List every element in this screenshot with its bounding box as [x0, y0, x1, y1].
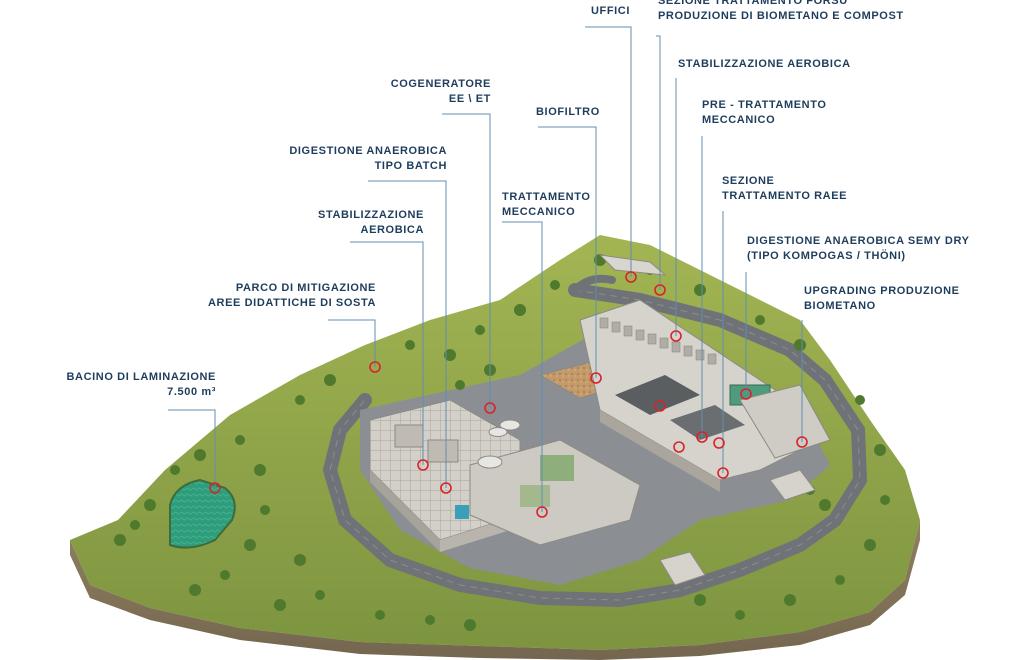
marker-trattamento-meccanico	[536, 506, 548, 518]
label-cogeneratore-line2: EE \ ET	[448, 93, 491, 105]
label-sezione-forsu-line1: SEZIONE TRATTAMENTO FORSU	[658, 0, 848, 7]
label-upgrading-line1: UPGRADING PRODUZIONE	[804, 285, 960, 297]
marker-extra-3	[713, 437, 725, 449]
leader-trattamento-meccanico	[502, 221, 543, 512]
label-trattamento-meccanico: TRATTAMENTO MECCANICO	[502, 190, 590, 220]
label-cogeneratore: COGENERATORE EE \ ET	[391, 77, 491, 107]
label-raee: SEZIONE TRATTAMENTO RAEE	[722, 174, 847, 204]
label-bacino-line1: BACINO DI LAMINAZIONE	[66, 371, 216, 383]
marker-batch	[440, 482, 452, 494]
label-stabilizzazione-dx: STABILIZZAZIONE AEROBICA	[678, 57, 851, 72]
label-bacino-line2: 7.500 m³	[167, 386, 216, 398]
leader-stabilizzazione-sx	[350, 241, 424, 465]
marker-stabilizzazione-sx	[417, 459, 429, 471]
label-biofiltro: BIOFILTRO	[536, 105, 600, 120]
label-uffici: UFFICI	[591, 4, 630, 19]
leader-bacino	[168, 409, 216, 488]
label-biofiltro-line1: BIOFILTRO	[536, 106, 600, 118]
marker-sezione-forsu	[654, 284, 666, 296]
label-parco-line2: AREE DIDATTICHE DI SOSTA	[208, 297, 376, 309]
trees	[114, 254, 890, 631]
label-semidry-line2: (TIPO KOMPOGAS / THÖNI)	[747, 250, 906, 262]
marker-upgrading	[796, 436, 808, 448]
label-stabilizzazione-sx: STABILIZZAZIONE AEROBICA	[318, 208, 424, 238]
label-stabilizzazione-sx-line1: STABILIZZAZIONE	[318, 209, 424, 221]
label-sezione-forsu: SEZIONE TRATTAMENTO FORSU PRODUZIONE DI …	[658, 0, 904, 24]
label-trattamento-meccanico-line1: TRATTAMENTO	[502, 191, 591, 203]
label-raee-line1: SEZIONE	[722, 175, 775, 187]
label-batch: DIGESTIONE ANAEROBICA TIPO BATCH	[289, 144, 447, 174]
label-parco: PARCO DI MITIGAZIONE AREE DIDATTICHE DI …	[208, 281, 376, 311]
marker-semidry	[740, 388, 752, 400]
label-batch-line2: TIPO BATCH	[374, 160, 447, 172]
leader-cogeneratore	[442, 113, 491, 408]
marker-uffici	[625, 271, 637, 283]
marker-pretrattamento	[696, 431, 708, 443]
label-pretrattamento-line2: MECCANICO	[702, 114, 776, 126]
lamination-basin	[169, 478, 236, 549]
label-upgrading: UPGRADING PRODUZIONE BIOMETANO	[804, 284, 960, 314]
marker-raee	[717, 467, 729, 479]
label-semidry-line1: DIGESTIONE ANAEROBICA SEMY DRY	[747, 235, 970, 247]
label-trattamento-meccanico-line2: MECCANICO	[502, 206, 576, 218]
label-sezione-forsu-line2: PRODUZIONE DI BIOMETANO E COMPOST	[658, 10, 904, 22]
markers	[209, 271, 808, 518]
label-pretrattamento: PRE - TRATTAMENTO MECCANICO	[702, 98, 826, 128]
label-upgrading-line2: BIOMETANO	[804, 300, 876, 312]
perimeter-road	[322, 274, 868, 608]
label-stabilizzazione-sx-line2: AEROBICA	[360, 224, 424, 236]
label-pretrattamento-line1: PRE - TRATTAMENTO	[702, 99, 827, 111]
marker-biofiltro	[590, 372, 602, 384]
label-parco-line1: PARCO DI MITIGAZIONE	[235, 282, 376, 294]
label-cogeneratore-line1: COGENERATORE	[390, 78, 491, 90]
marker-stabilizzazione-dx	[670, 330, 682, 342]
label-raee-line2: TRATTAMENTO RAEE	[722, 190, 848, 202]
label-semidry: DIGESTIONE ANAEROBICA SEMY DRY (TIPO KOM…	[747, 234, 970, 264]
label-stabilizzazione-dx-line1: STABILIZZAZIONE AEROBICA	[678, 58, 851, 70]
leader-biofiltro	[538, 126, 597, 378]
buildings	[369, 254, 831, 586]
leader-batch	[368, 180, 447, 488]
marker-cogeneratore	[484, 402, 496, 414]
marker-parco	[369, 361, 381, 373]
marker-extra-2	[673, 441, 685, 453]
label-bacino: BACINO DI LAMINAZIONE 7.500 m³	[67, 370, 216, 400]
leader-sezione-forsu	[656, 35, 661, 290]
label-uffici-line1: UFFICI	[590, 5, 630, 17]
leader-parco	[328, 319, 376, 367]
leader-uffici	[585, 26, 632, 277]
marker-bacino	[209, 482, 221, 494]
marker-extra-1	[654, 400, 666, 412]
leader-lines	[168, 26, 803, 512]
label-batch-line1: DIGESTIONE ANAEROBICA	[289, 145, 447, 157]
